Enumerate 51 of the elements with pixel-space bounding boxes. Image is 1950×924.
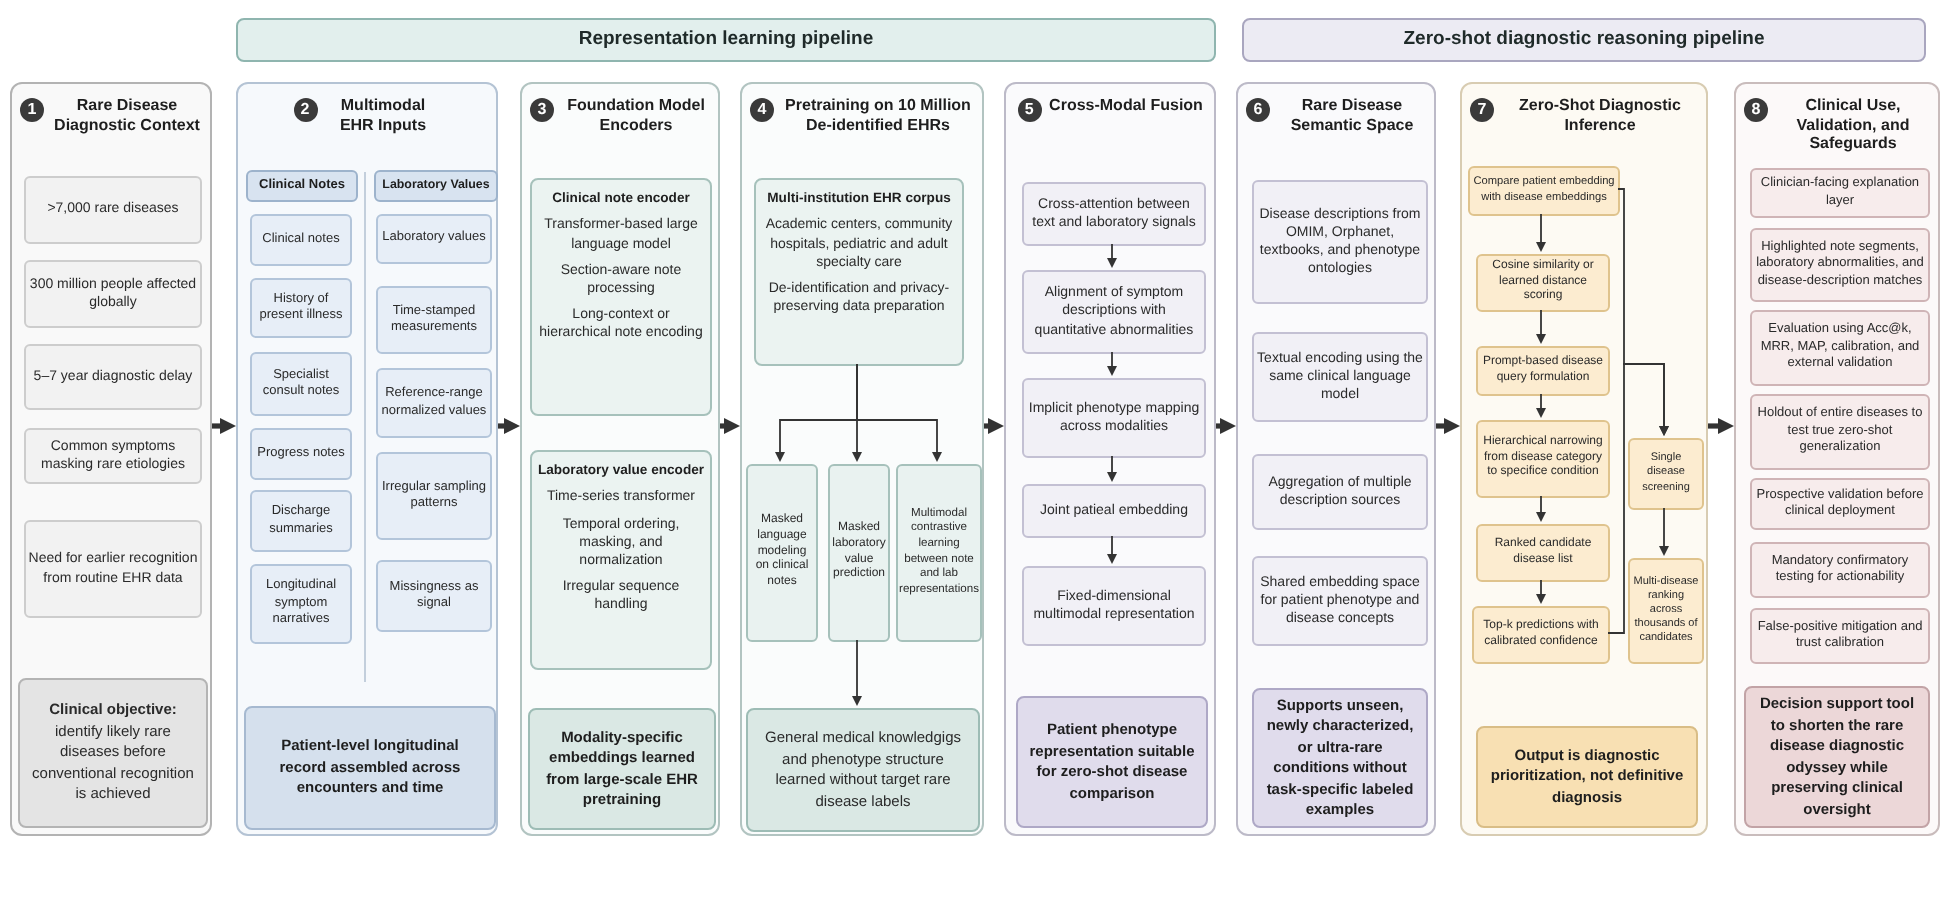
stage-panel: [1460, 82, 1708, 836]
arrow: [1708, 418, 1734, 434]
pipeline-banner: [236, 18, 1216, 62]
encoder-panel: [754, 178, 964, 366]
stage-panel: [740, 82, 984, 836]
arrow: [1607, 363, 1669, 634]
step-number-badge: 5: [1017, 98, 1042, 122]
step-number-badge: 3: [530, 98, 554, 122]
arrow: [852, 639, 862, 706]
pipeline-banner: [1242, 18, 1926, 62]
step-number-badge: 2: [293, 98, 317, 122]
stage-title: Clinical Use, Validation, and Safeguards: [1794, 96, 1912, 154]
banner-title: Zero-shot diagnostic reasoning pipeline: [1403, 25, 1765, 54]
step-number-badge: 7: [1470, 98, 1494, 122]
arrow: [1536, 393, 1546, 418]
encoder-panel: [530, 450, 712, 670]
arrow: [984, 418, 1004, 434]
stage-title: Multimodal EHR Inputs: [337, 96, 429, 135]
stage-title: Cross-Modal Fusion: [1049, 96, 1203, 116]
banner-title: Representation learning pipeline: [578, 25, 874, 54]
arrow: [1659, 507, 1669, 556]
arrow: [212, 418, 236, 434]
encoder-panel: [530, 178, 712, 416]
arrow: [720, 418, 740, 434]
stage-title: Zero-Shot Diagnostic Inference: [1517, 96, 1683, 135]
stage-title: Rare Disease Diagnostic Context: [52, 96, 202, 135]
arrow: [1107, 243, 1117, 268]
arrow: [1107, 351, 1117, 376]
step-number-badge: 1: [20, 98, 44, 122]
stage-title: Pretraining on 10 Million De-identified EHRs: [783, 96, 973, 135]
arrow: [1216, 418, 1236, 434]
stage-panel: [1004, 82, 1216, 836]
stage-panel: [520, 82, 720, 836]
arrow: [1436, 418, 1460, 434]
stage-panel: [236, 82, 498, 836]
stage-panel: [1734, 82, 1940, 836]
arrow: [1536, 213, 1546, 252]
stage-title: Rare Disease Semantic Space: [1288, 96, 1416, 135]
arrow: [1536, 579, 1546, 604]
stage-panel: [10, 82, 212, 836]
step-number-badge: 6: [1246, 98, 1270, 122]
arrow: [1536, 309, 1546, 344]
step-number-badge: 4: [750, 98, 774, 122]
step-number-badge: 8: [1744, 98, 1768, 122]
stage-panel: [1236, 82, 1436, 836]
arrow: [1536, 495, 1546, 522]
arrow: [498, 418, 520, 434]
arrow: [856, 363, 942, 462]
stage-title: Foundation Model Encoders: [565, 96, 707, 135]
arrow: [1107, 455, 1117, 482]
arrow: [1107, 535, 1117, 564]
